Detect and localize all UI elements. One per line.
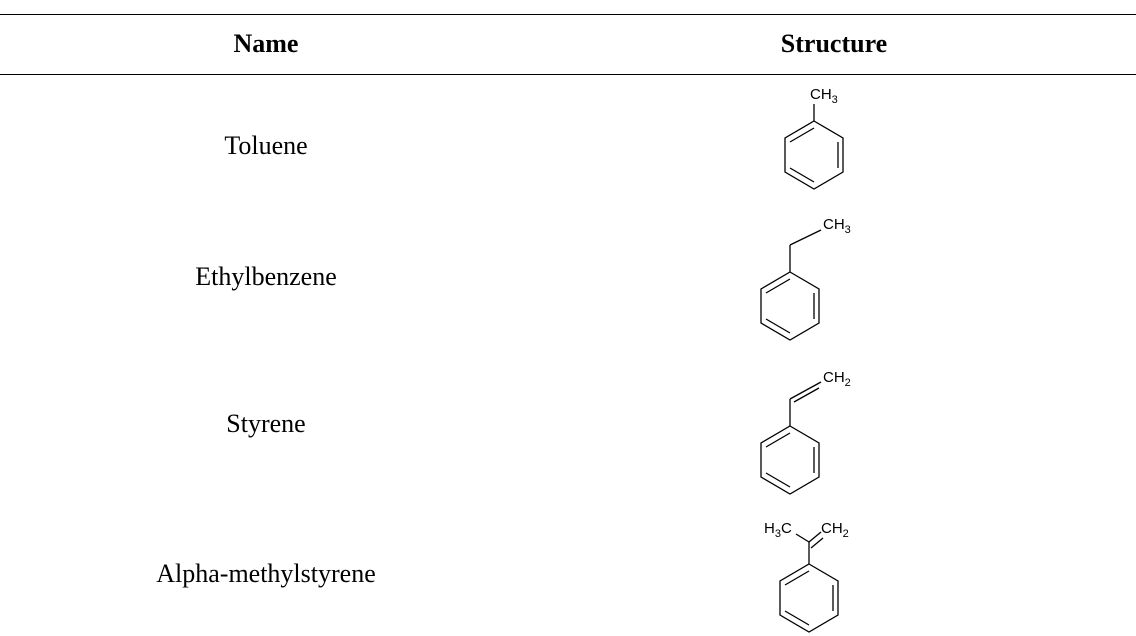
ethylbenzene-structure: CH3 bbox=[760, 216, 851, 341]
table-row: Toluene CH3 bbox=[0, 74, 1136, 222]
compound-name: Alpha-methylstyrene bbox=[156, 559, 376, 588]
toluene-structure: CH3 bbox=[784, 86, 844, 190]
methylene-label: CH2 bbox=[821, 520, 849, 540]
table-header-rule bbox=[0, 74, 1136, 75]
structure-cell: CH3 bbox=[532, 74, 1136, 222]
substituent-label: CH3 bbox=[823, 216, 851, 236]
table-top-rule bbox=[0, 14, 1136, 15]
styrene-structure: CH2 bbox=[760, 369, 851, 495]
alpha-methylstyrene-structure: H3C CH2 bbox=[764, 520, 849, 633]
substituent-label: CH2 bbox=[823, 369, 851, 389]
substituent-label: CH3 bbox=[810, 86, 838, 106]
structure-cell: CH3 bbox=[532, 214, 1136, 368]
compound-name: Toluene bbox=[224, 131, 308, 160]
structure-cell: CH2 bbox=[532, 364, 1136, 516]
column-header-name: Name bbox=[233, 29, 299, 58]
compound-name: Ethylbenzene bbox=[195, 262, 337, 291]
table-row: Alpha-methylstyrene H3C CH2 bbox=[0, 512, 1136, 636]
compound-name: Styrene bbox=[226, 409, 306, 438]
column-header-structure: Structure bbox=[780, 29, 888, 58]
table-row: Styrene CH2 bbox=[0, 364, 1136, 516]
structure-cell: H3C CH2 bbox=[532, 512, 1136, 636]
methyl-label: H3C bbox=[764, 520, 792, 540]
table-row: Ethylbenzene CH3 bbox=[0, 214, 1136, 368]
